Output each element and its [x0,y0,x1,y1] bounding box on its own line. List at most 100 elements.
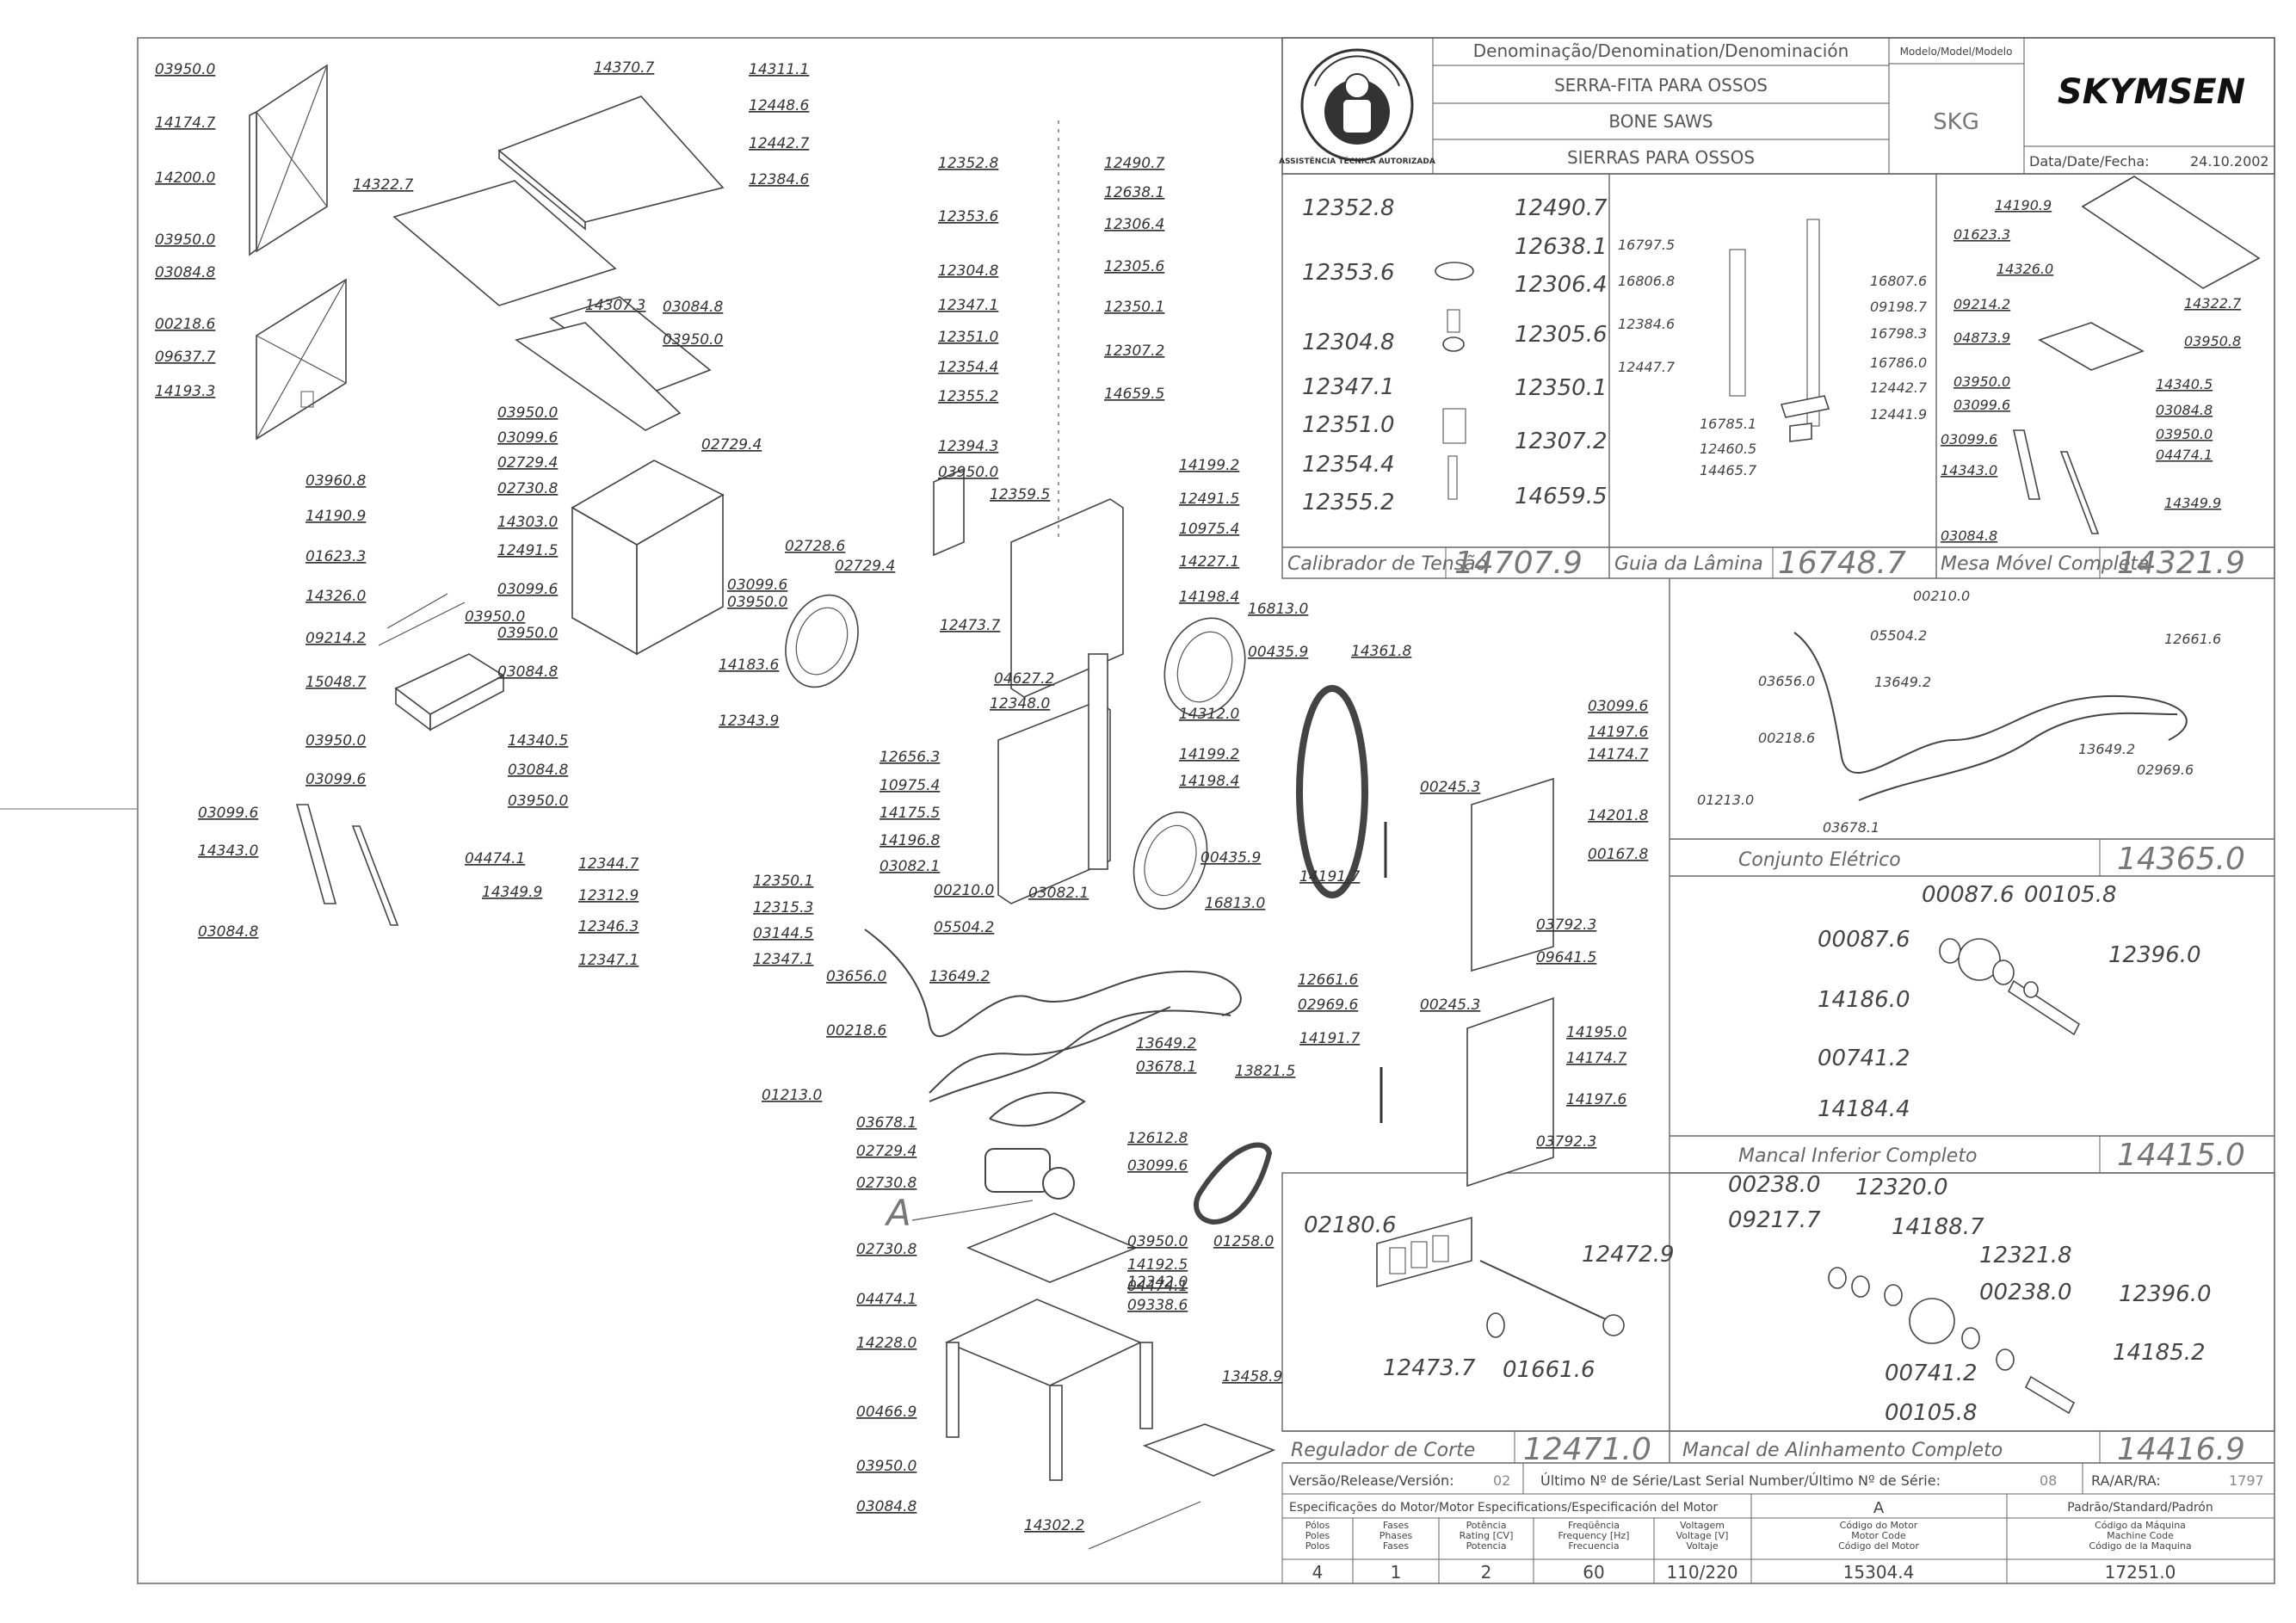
detail-align-bearing-drawing [1828,1267,2076,1415]
column-frame [378,460,725,731]
part-number-callout: 03950.0 [508,793,568,810]
part-number-callout: 12354.4 [938,359,998,376]
part-number-callout: 12343.9 [719,713,779,730]
part-number-callout: 16797.5 [1618,237,1675,253]
part-number-callout: 14193.3 [155,383,215,400]
part-number-callout: 03082.1 [880,858,940,875]
part-number-callout: 04873.9 [1953,330,2010,346]
part-number-callout: 00435.9 [1200,849,1261,867]
name-en: BONE SAWS [1608,111,1713,132]
part-number-callout: 14183.6 [719,657,779,674]
part-number-callout: 10975.4 [880,777,940,794]
motor-value: 4 [1312,1562,1324,1583]
part-number-callout: 14175.5 [880,805,940,822]
motor-header-text: Rating [CV] [1460,1530,1514,1541]
part-number-callout: 14191.7 [1299,1030,1360,1047]
part-number-callout: 00238.0 [1979,1280,2072,1305]
part-number-callout: 03950.0 [497,404,558,422]
part-number-callout: 14185.2 [2113,1340,2206,1366]
part-number-callout: 12355.2 [1302,490,1395,515]
part-number-callout: 00218.6 [1758,730,1815,746]
part-number-callout: 12656.3 [880,749,940,766]
ra-label: RA/AR/RA: [2091,1472,2161,1489]
part-number-callout: 14190.9 [306,508,366,525]
part-number-callout: 09217.7 [1728,1207,1821,1233]
part-number-callout: 03950.0 [856,1458,917,1475]
part-number-callout: 12441.9 [1870,406,1927,423]
part-number-callout: 05504.2 [1870,627,1927,644]
part-number-callout: 00218.6 [826,1022,886,1040]
part-number-callout: 09214.2 [306,630,366,647]
part-number-callout: 03084.8 [508,762,568,779]
motor-header-text: Motor Code [1851,1530,1906,1541]
motor-assembly [966,1091,1273,1283]
detail-cut-regulator-drawing [1376,1216,1625,1338]
part-number-callout: 14312.0 [1179,706,1239,723]
part-number-callout: 14307.3 [585,297,645,314]
part-number-callout: 03950.0 [1953,373,2010,390]
part-number-callout: 14198.4 [1179,773,1239,790]
part-number-callout: 03950.0 [155,231,215,249]
part-number-callout: 03084.8 [1941,528,1997,544]
part-number-callout: 12304.8 [938,262,998,280]
ra-value: 1797 [2229,1472,2264,1489]
part-number-callout: 12460.5 [1700,441,1756,457]
version-label: Versão/Release/Versión: [1289,1472,1454,1489]
part-number-callout: 14465.7 [1700,462,1757,478]
part-number-callout: 04627.2 [994,670,1054,688]
denomination-label: Denominação/Denomination/Denominación [1473,40,1849,61]
table-tops [392,96,725,431]
part-number-callout: 03082.1 [1028,885,1089,902]
part-number-callout: 14192.5 [1127,1256,1188,1274]
part-number-callout: 12396.0 [2108,942,2201,968]
part-number-callout: 01661.6 [1503,1357,1595,1383]
part-number-callout: 14303.0 [497,514,558,531]
part-number-callout: 14311.1 [749,61,809,78]
part-number-callout: 12347.1 [938,297,998,314]
part-number-callout: 01623.3 [306,548,366,565]
motor-variant: A [1873,1499,1885,1517]
part-number-callout: 12447.7 [1618,359,1676,375]
part-number-callout: 13649.2 [1874,674,1931,690]
part-number-callout: 03099.6 [1588,698,1648,715]
part-number-callout: 14322.7 [2184,295,2242,312]
motor-spec-table [1281,1493,2275,1584]
part-number-callout: 12304.8 [1302,330,1395,355]
part-number-callout: 14228.0 [856,1335,917,1352]
part-number-callout: 03678.1 [1136,1058,1196,1076]
part-number-callout: 12347.1 [753,951,813,968]
motor-header-text: Phases [1379,1530,1413,1541]
caption-mobile-table: Mesa Móvel Completa [1941,553,2150,575]
motor-header-text: Voltagem [1680,1520,1725,1531]
part-number-callout: 03099.6 [727,577,787,594]
part-number-callout: 14195.0 [1566,1024,1626,1041]
motor-value: 1 [1391,1562,1402,1583]
part-number-callout: 03960.8 [306,472,366,490]
code-tension-gauge: 14707.9 [1454,546,1583,581]
part-number-callout: 12351.0 [938,329,998,346]
part-number-callout: 12346.3 [578,918,639,935]
part-number-callout: 03084.8 [198,923,258,941]
part-number-callout: 03792.3 [1536,916,1596,934]
motor-value: 17251.0 [2105,1562,2176,1583]
part-number-callout: 09338.6 [1127,1297,1188,1314]
motor-header-text: Pólos [1305,1520,1330,1531]
part-number-callout: 03099.6 [497,429,558,447]
part-number-callout: 12342.0 [1127,1274,1188,1291]
part-number-callout: 14326.0 [1997,261,2053,277]
part-number-callout: 14659.5 [1515,484,1608,509]
part-number-callout: 03084.8 [663,299,723,316]
part-number-callout: 12321.8 [1979,1243,2072,1268]
main-body [933,120,1124,904]
part-number-callout: 14198.4 [1179,589,1239,606]
part-number-callout: 12353.6 [938,208,998,225]
part-number-callout: 02969.6 [1298,997,1358,1014]
part-number-callout: 12491.5 [497,542,558,559]
part-number-callout: 00087.6 [1922,882,2015,908]
part-number-callout: 05504.2 [934,919,994,936]
part-number-callout: 03144.5 [753,925,813,942]
part-number-callout: 12350.1 [1104,299,1164,316]
part-number-callout: 16786.0 [1870,355,1927,371]
part-number-callout: 10975.4 [1179,521,1239,538]
part-number-callout: 14191.7 [1299,868,1360,886]
